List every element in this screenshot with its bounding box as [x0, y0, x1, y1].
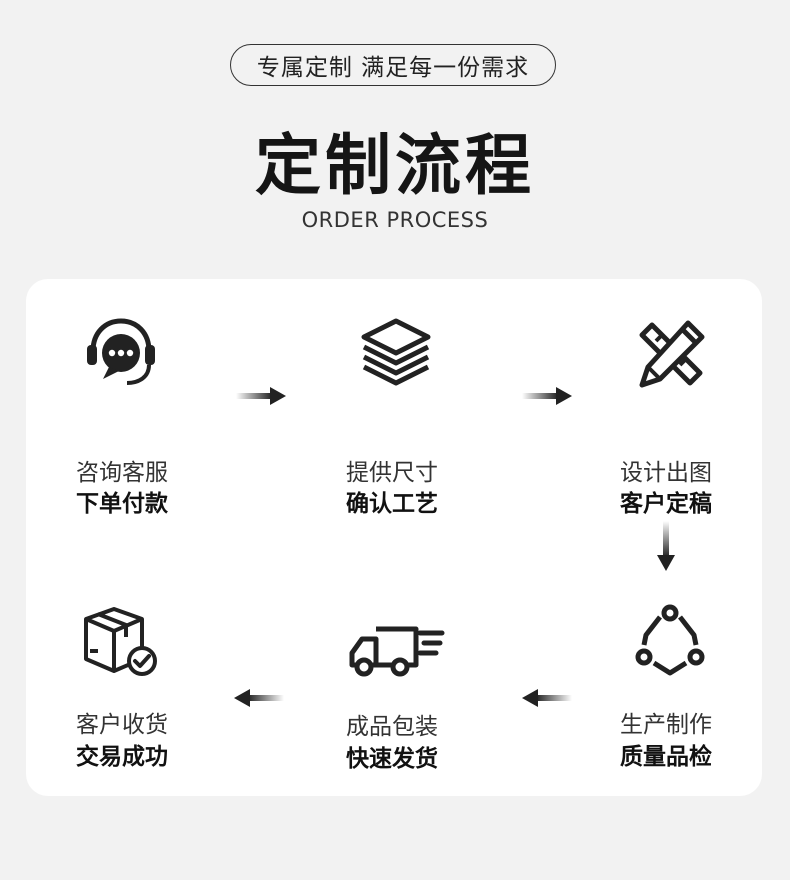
step-consult-title: 咨询客服 — [76, 460, 168, 486]
step-shipping-title: 成品包装 — [346, 714, 438, 740]
step-production-title: 生产制作 — [620, 712, 712, 738]
step-design-subtitle: 客户定稿 — [620, 491, 712, 517]
process-card: 咨询客服 下单付款 提供尺寸 确认工艺 — [26, 279, 762, 796]
arrow-left-icon — [522, 689, 572, 707]
arrow-down-icon — [657, 521, 675, 571]
page-subtitle: ORDER PROCESS — [301, 208, 489, 232]
step-production-subtitle: 质量品检 — [620, 744, 712, 770]
production-cycle-icon — [635, 604, 705, 676]
tagline-pill: 专属定制 满足每一份需求 — [230, 44, 556, 86]
package-check-icon — [84, 607, 157, 676]
ruler-pencil-design-icon — [639, 320, 705, 388]
arrow-left-icon — [234, 689, 284, 707]
step-shipping-subtitle: 快速发货 — [346, 746, 438, 772]
step-received-title: 客户收货 — [76, 712, 168, 738]
arrow-right-icon — [236, 387, 286, 405]
tagline-text: 专属定制 满足每一份需求 — [256, 55, 530, 81]
step-design-title: 设计出图 — [620, 460, 712, 486]
step-received-subtitle: 交易成功 — [76, 744, 168, 770]
step-consult-subtitle: 下单付款 — [76, 491, 168, 517]
page-title: 定制流程 — [255, 127, 535, 204]
arrow-right-icon — [522, 387, 572, 405]
step-size-subtitle: 确认工艺 — [346, 491, 438, 517]
step-size-title: 提供尺寸 — [346, 460, 438, 486]
layers-stack-icon — [361, 318, 431, 386]
delivery-truck-icon — [349, 626, 445, 677]
customer-service-headset-icon — [87, 318, 155, 385]
